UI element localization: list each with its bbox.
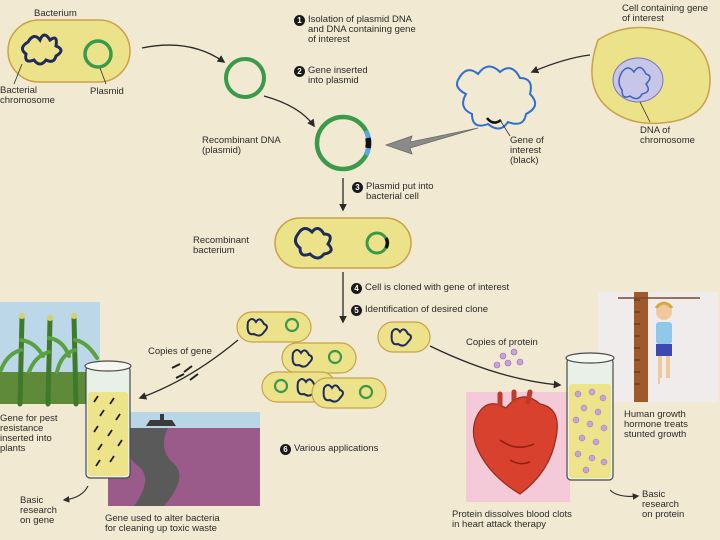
label-cell-gene: Cell containing gene of interest	[622, 3, 709, 24]
arrow-dna	[530, 54, 591, 74]
cloned-bacteria	[236, 311, 431, 409]
chromosome-leader	[13, 63, 23, 85]
step-3-text: Plasmid put into bacterial cell	[366, 181, 434, 202]
donor-cell	[591, 26, 711, 125]
heart-illustration	[466, 389, 570, 502]
protein-test-tube	[565, 352, 615, 481]
arrow-basic-protein	[609, 489, 640, 500]
label-plasmid: Plasmid	[90, 86, 124, 97]
dna-leader	[639, 101, 651, 123]
label-recombinant-bacterium: Recombinant bacterium	[193, 235, 249, 256]
gene-copies	[171, 363, 199, 381]
label-hgh: Human growth hormone treats stunted grow…	[624, 409, 688, 440]
recombinant-plasmid	[314, 114, 372, 172]
step-1-number: 1	[294, 15, 305, 26]
gene-test-tube	[84, 360, 132, 479]
arrow-gene-insert	[384, 127, 479, 155]
arrow-basic-gene	[62, 485, 89, 503]
plasmid-leader	[99, 67, 107, 85]
corn-field	[0, 302, 100, 407]
extracted-dna	[456, 65, 537, 130]
toxic-waste-scene	[108, 412, 260, 506]
label-bacterial-chromosome: Bacterial chromosome	[0, 85, 55, 106]
label-bacterium: Bacterium	[34, 8, 77, 19]
step-6-text: Various applications	[294, 443, 379, 454]
protein-copies	[493, 348, 524, 369]
label-dna-chromosome: DNA of chromosome	[640, 125, 695, 146]
gene-of-interest-segment	[486, 117, 502, 124]
label-copies-gene: Copies of gene	[148, 346, 212, 357]
arrow-insert	[263, 95, 315, 128]
label-basic-gene: Basic research on gene	[20, 495, 57, 526]
step-4-number: 4	[351, 283, 362, 294]
step-3-number: 3	[352, 182, 363, 193]
step-1-text: Isolation of plasmid DNA and DNA contain…	[308, 14, 416, 45]
step-5-text: Identification of desired clone	[365, 304, 489, 315]
growth-scene	[598, 292, 718, 402]
label-recombinant-dna: Recombinant DNA (plasmid)	[202, 135, 281, 156]
label-gene-of-interest: Gene of interest (black)	[510, 135, 544, 166]
label-basic-protein: Basic research on protein	[642, 489, 685, 520]
step-4-text: Cell is cloned with gene of interest	[365, 282, 510, 293]
step-5-number: 5	[351, 305, 362, 316]
step-2-text: Gene inserted into plasmid	[308, 65, 368, 86]
label-gene-pest: Gene for pest resistance inserted into p…	[0, 413, 58, 454]
bacterium-cell	[7, 19, 131, 83]
recombinant-bacterium-cell	[274, 217, 412, 269]
isolated-plasmid	[224, 57, 266, 99]
label-protein-clots: Protein dissolves blood clots in heart a…	[452, 509, 572, 530]
label-copies-protein: Copies of protein	[466, 337, 538, 348]
step-2-number: 2	[294, 66, 305, 77]
label-gene-bacteria: Gene used to alter bacteria for cleaning…	[105, 513, 220, 534]
arrow-to-gene-tube	[138, 339, 239, 400]
arrow-plasmid	[141, 44, 226, 63]
gene-leader	[499, 119, 511, 137]
step-6-number: 6	[280, 444, 291, 455]
arrow-to-protein-tube	[429, 345, 562, 389]
